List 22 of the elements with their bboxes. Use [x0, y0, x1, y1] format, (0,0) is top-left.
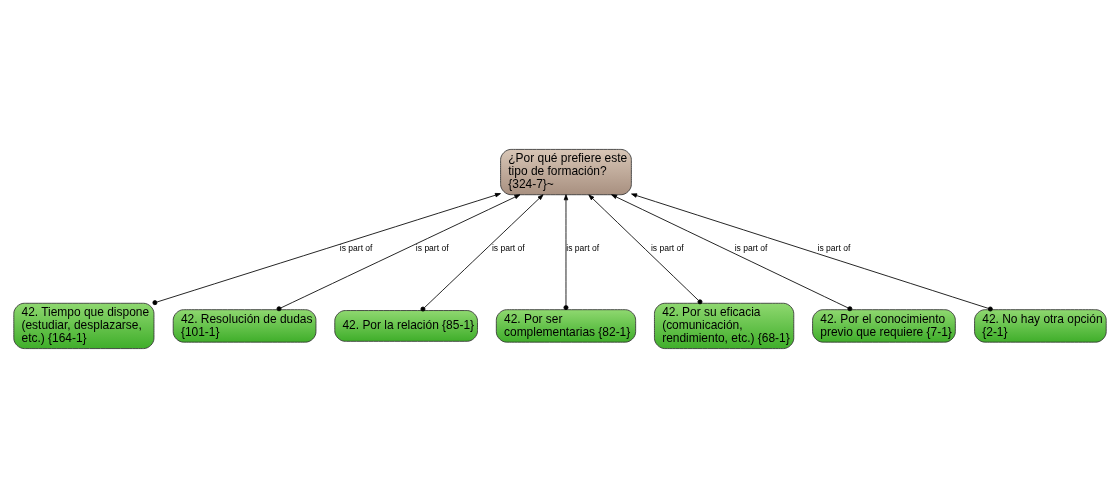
arrow	[588, 194, 703, 305]
arrow	[420, 194, 544, 312]
edge-label: is part of	[734, 243, 768, 254]
node-box: 42. Por su eficacia (comunicación, rendimiento, etc.) {68-1}	[654, 302, 795, 349]
edge-label: is part of	[817, 243, 851, 254]
arrow	[631, 193, 993, 312]
arrow	[276, 194, 521, 312]
arrow	[152, 193, 501, 306]
edge-label: is part of	[339, 243, 373, 254]
node-box: 42. Tiempo que dispone (estudiar, desplazarse, etc.) {164-1}	[13, 302, 155, 349]
edge-label: is part of	[491, 243, 525, 254]
node-box: 42. Por ser complementarias {82-1}	[495, 309, 637, 343]
edge-label: is part of	[650, 243, 684, 254]
node-box: 42. Resolución de dudas {101-1}	[172, 309, 317, 343]
edge-label: is part of	[566, 243, 600, 254]
node-box: 42. Por la relación {85-1}	[334, 310, 478, 342]
node-box: 42. No hay otra opción {2-1}	[974, 309, 1107, 343]
node-box: ¿Por qué prefiere este tipo de formación? {324-7}~	[500, 149, 632, 196]
node-box: 42. Por el conocimiento previo que requiere {7-1}	[812, 309, 956, 343]
edge-label: is part of	[415, 243, 449, 254]
arrow	[611, 194, 853, 312]
arrow	[563, 194, 569, 311]
